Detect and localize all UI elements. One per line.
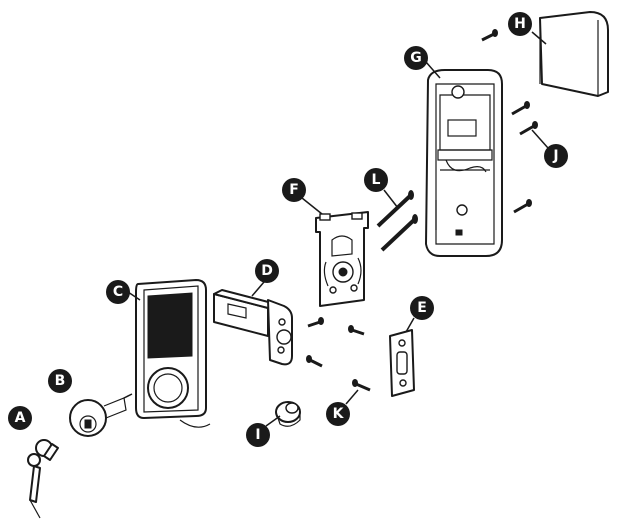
callout-b: B (48, 369, 72, 393)
mounting-screw-j3 (513, 199, 532, 214)
keys (27, 439, 59, 519)
callout-i: I (246, 423, 270, 447)
callout-i-label: I (255, 427, 260, 443)
latch (213, 289, 293, 366)
callout-f-label: F (289, 182, 299, 198)
interior-assembly (425, 69, 503, 257)
callout-l: L (364, 168, 388, 192)
callout-j-label: J (552, 148, 558, 164)
callout-f: F (282, 178, 306, 202)
callout-a-label: A (15, 410, 26, 426)
mounting-plate (315, 211, 369, 307)
callout-d: D (255, 259, 279, 283)
small-screw-2 (348, 325, 365, 336)
strike-plate (389, 329, 415, 397)
callout-k-label: K (333, 406, 345, 422)
callout-d-label: D (261, 263, 273, 279)
callout-e-label: E (417, 300, 427, 316)
callout-j: J (544, 144, 568, 168)
callout-l-label: L (372, 172, 381, 188)
mounting-screw-j1 (511, 101, 530, 116)
callout-g: G (404, 46, 428, 70)
long-bolt-lower (380, 214, 418, 252)
mounting-screw-j2 (519, 121, 538, 136)
callout-c-label: C (113, 284, 123, 300)
callout-h-label: H (514, 16, 526, 32)
mounting-screw-top (481, 29, 498, 42)
long-bolt-upper (376, 190, 414, 228)
small-screw-1 (307, 317, 324, 328)
callout-e: E (410, 296, 434, 320)
callout-k: K (326, 402, 350, 426)
exterior-keypad (135, 279, 211, 428)
cylinder-ring (275, 401, 301, 427)
small-screw-k (352, 379, 371, 392)
callout-g-label: G (410, 50, 422, 66)
callout-h: H (508, 12, 532, 36)
callout-c: C (106, 280, 130, 304)
battery-cover (539, 11, 609, 97)
callout-b-label: B (55, 373, 66, 389)
small-screw-3 (306, 355, 323, 368)
callout-a: A (8, 406, 32, 430)
key-cylinder (69, 393, 133, 437)
